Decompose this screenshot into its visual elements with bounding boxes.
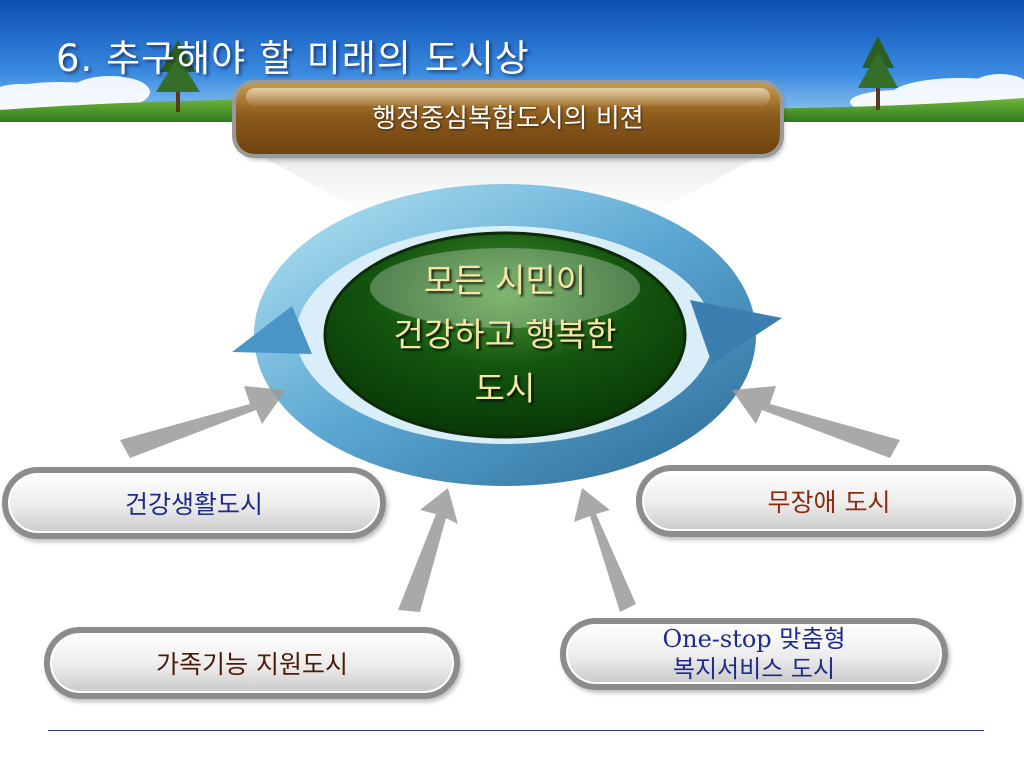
vision-banner: 행정중심복합도시의 비젼 (236, 84, 780, 154)
arrow-from-onestop-icon (574, 488, 636, 612)
center-circle (323, 231, 687, 439)
center-line-1: 모든 시민이 (423, 261, 587, 300)
arrow-from-barrier-icon (732, 386, 900, 458)
cycle-arrow-right-icon (690, 300, 782, 364)
arrow-from-family-icon (398, 488, 458, 612)
pillar-barrier-free-city: 무장애 도시 (636, 465, 1022, 537)
tree-left-icon (156, 40, 200, 112)
vision-banner-label: 행정중심복합도시의 비젼 (372, 104, 644, 134)
pillar-onestop-line-2: 복지서비스 도시 (672, 655, 836, 683)
pillar-family-label: 가족기능 지원도시 (156, 650, 348, 679)
pillar-onestop-label: One-stop 맞춤형 복지서비스 도시 (662, 624, 845, 684)
pillar-onestop-welfare-city: One-stop 맞춤형 복지서비스 도시 (560, 618, 948, 690)
arrow-from-health-icon (120, 386, 286, 458)
tree-right-icon (858, 36, 898, 110)
pillar-barrier-free-label: 무장애 도시 (767, 488, 891, 517)
pillar-family-support-city: 가족기능 지원도시 (44, 627, 460, 699)
cycle-arrow-left-icon (232, 306, 312, 354)
pillar-health-city: 건강생활도시 (2, 467, 386, 539)
page-title: 6. 추구해야 할 미래의 도시상 (56, 37, 530, 80)
footer-divider (48, 730, 984, 731)
center-line-2: 건강하고 행복한 (393, 315, 617, 354)
center-gloss (370, 248, 640, 328)
pillar-onestop-line-1: One-stop 맞춤형 (662, 625, 846, 653)
vision-banner-gloss (246, 88, 770, 106)
center-statement: 모든 시민이 건강하고 행복한 도시 (350, 254, 660, 416)
pillar-health-label: 건강생활도시 (124, 490, 263, 519)
center-line-3: 도시 (474, 369, 536, 408)
